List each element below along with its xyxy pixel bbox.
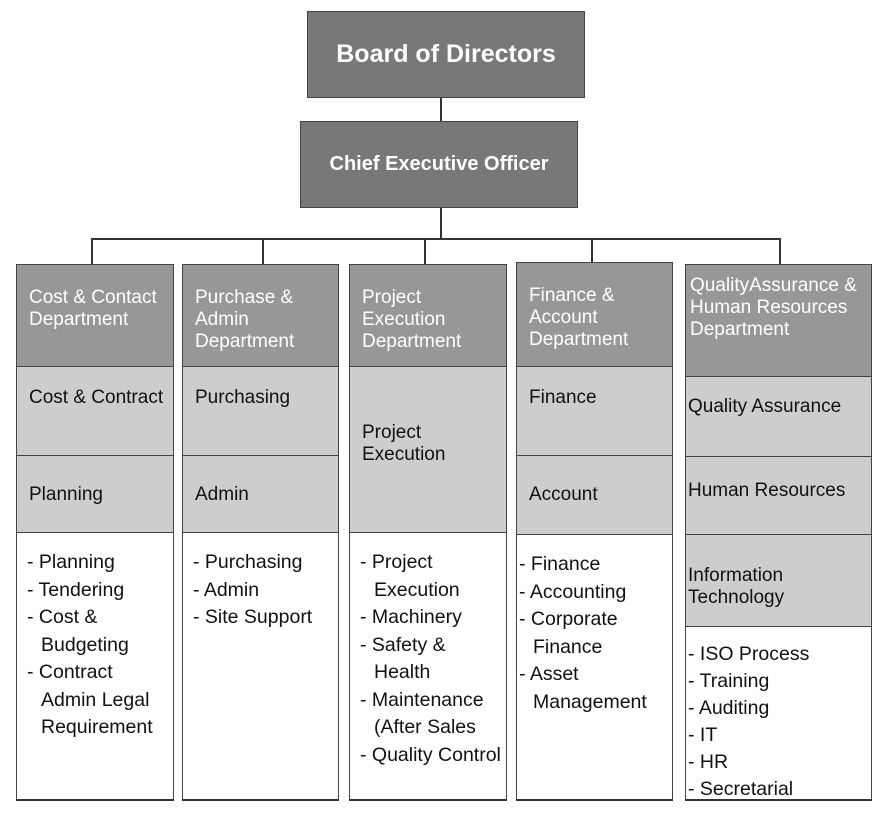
- board-label: Board of Directors: [336, 40, 556, 68]
- list-item: - Auditing: [688, 697, 770, 719]
- board-of-directors-box: Board of Directors: [307, 11, 585, 98]
- bottom-border: [16, 799, 174, 801]
- unit-box: Project Execution: [350, 367, 506, 533]
- department-header: Project Execution Department: [350, 265, 506, 367]
- list-item: - Finance: [519, 553, 601, 575]
- list-item: - Maintenance (After Sales: [360, 688, 484, 739]
- list-item: - Machinery: [360, 606, 462, 628]
- connector: [91, 238, 93, 264]
- unit-box: Planning: [17, 456, 173, 533]
- unit-box: Quality Assurance: [686, 377, 871, 457]
- unit-box: Cost & Contract: [17, 367, 173, 456]
- department-header: Purchase & Admin Department: [183, 265, 338, 367]
- connector: [424, 238, 426, 264]
- function-list: - Purchasing - Admin - Site Support: [183, 533, 338, 801]
- list-item: - Cost & Budgeting: [27, 606, 129, 656]
- connector: [779, 238, 781, 264]
- list-item: - Secretarial: [688, 778, 794, 800]
- bottom-border: [349, 799, 507, 801]
- function-list: - ISO Process - Training - Auditing - IT…: [686, 627, 871, 801]
- unit-box: Account: [517, 456, 672, 535]
- department-column: Purchase & Admin Department Purchasing A…: [182, 264, 339, 801]
- department-header: QualityAssurance & Human Resources Depar…: [686, 265, 871, 377]
- list-item: - Planning: [27, 551, 115, 573]
- list-item: - HR: [688, 751, 729, 773]
- list-item: - Safety & Health: [360, 633, 446, 684]
- list-item: - Contract Admin Legal Requirement: [27, 661, 153, 738]
- list-item: - Accounting: [519, 580, 627, 603]
- list-item: - Training: [688, 670, 770, 692]
- list-item: - IT: [688, 724, 718, 746]
- list-item: - Corporate Finance: [519, 608, 618, 658]
- department-column: Cost & Contact Department Cost & Contrac…: [16, 264, 174, 801]
- department-column: Project Execution Department Project Exe…: [349, 264, 507, 801]
- bottom-border: [685, 799, 872, 801]
- bottom-border: [182, 799, 339, 801]
- connector: [440, 208, 442, 239]
- list-item: - Quality Control: [360, 743, 501, 766]
- list-item: - Tendering: [27, 578, 125, 601]
- connector: [591, 238, 593, 262]
- department-column: Finance & Account Department Finance Acc…: [516, 262, 673, 801]
- list-item: - Asset Management: [519, 663, 647, 713]
- department-header: Cost & Contact Department: [17, 265, 173, 367]
- list-item: - Purchasing: [193, 551, 303, 573]
- connector: [91, 238, 780, 240]
- list-item: - ISO Process: [688, 643, 810, 665]
- list-item: - Project Execution: [360, 551, 460, 601]
- list-item: - Site Support: [193, 606, 313, 628]
- connector: [440, 98, 442, 121]
- function-list: - Planning - Tendering - Cost & Budgetin…: [17, 533, 173, 801]
- ceo-label: Chief Executive Officer: [329, 153, 549, 175]
- bottom-border: [516, 799, 673, 801]
- department-header: Finance & Account Department: [517, 263, 672, 367]
- function-list: - Project Execution - Machinery - Safety…: [350, 533, 506, 801]
- connector: [262, 238, 264, 264]
- unit-box: Information Technology: [686, 535, 871, 627]
- list-item: - Admin: [193, 578, 260, 601]
- function-list: - Finance - Accounting - Corporate Finan…: [517, 535, 672, 801]
- unit-box: Purchasing: [183, 367, 338, 456]
- department-column: QualityAssurance & Human Resources Depar…: [685, 264, 872, 801]
- ceo-box: Chief Executive Officer: [300, 121, 578, 208]
- unit-box: Human Resources: [686, 457, 871, 535]
- unit-box: Admin: [183, 456, 338, 533]
- unit-box: Finance: [517, 367, 672, 456]
